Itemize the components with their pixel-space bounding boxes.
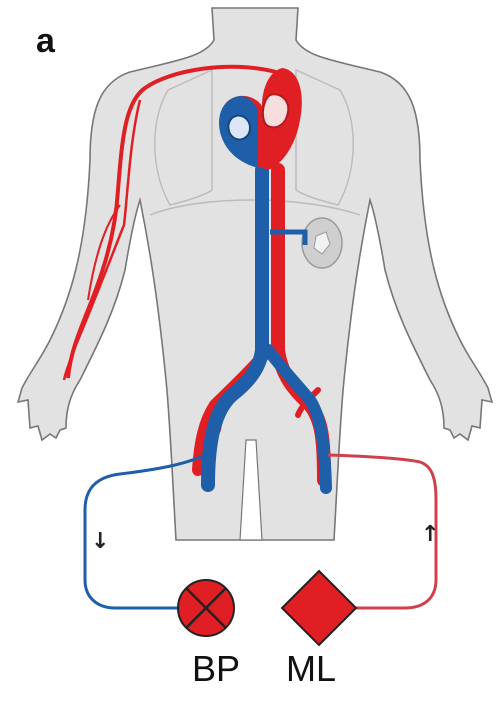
flow-down-arrow-icon: ↓ [91, 529, 109, 554]
flow-up-arrow-icon: ↑ [421, 522, 439, 547]
panel-letter: a [36, 22, 55, 61]
membrane-lung-label: ML [286, 648, 336, 690]
return-cannula-line [328, 455, 436, 608]
blood-pump-label: BP [192, 648, 240, 690]
membrane-lung-diamond-icon [282, 571, 356, 645]
blood-pump [178, 580, 234, 636]
